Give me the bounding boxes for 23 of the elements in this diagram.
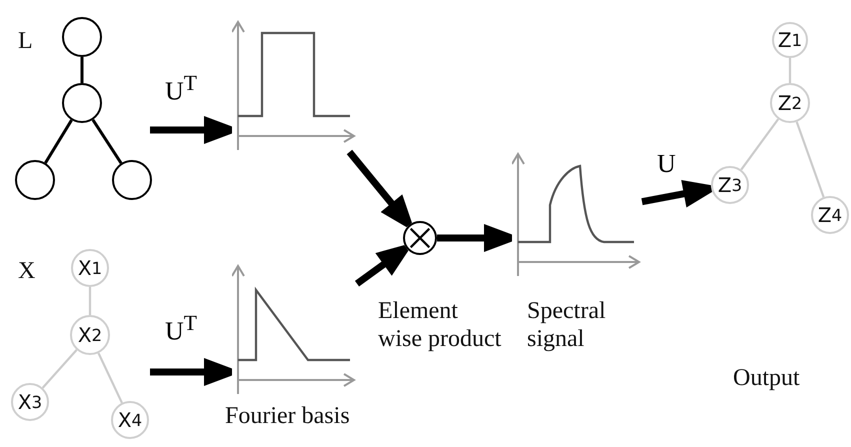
graph-edge: [796, 121, 825, 198]
text-label: Element wise product: [378, 298, 502, 354]
graph-edge: [92, 118, 122, 164]
graph-node: [62, 17, 102, 57]
graph-edge: [42, 349, 78, 389]
graph-edge: [44, 119, 73, 164]
graph-edge: [788, 58, 792, 83]
graph-edge: [80, 57, 84, 83]
graph-edge: [98, 352, 123, 404]
graph-node: [15, 160, 55, 200]
graph-node: [62, 83, 102, 123]
graph-edge: [88, 287, 92, 315]
text-label: X: [18, 258, 36, 286]
node-label: Fourier basis: [225, 403, 350, 431]
multiply-symbol: [403, 221, 437, 255]
graph-node: [112, 160, 152, 200]
graph-edge: [740, 118, 780, 170]
text-label: Output: [733, 365, 800, 393]
plot-drawing: [232, 262, 357, 396]
plot-drawing: [232, 18, 357, 152]
text-label: L: [18, 28, 33, 56]
plot-drawing: [512, 150, 642, 278]
node-label: Spectral signal: [527, 298, 607, 354]
